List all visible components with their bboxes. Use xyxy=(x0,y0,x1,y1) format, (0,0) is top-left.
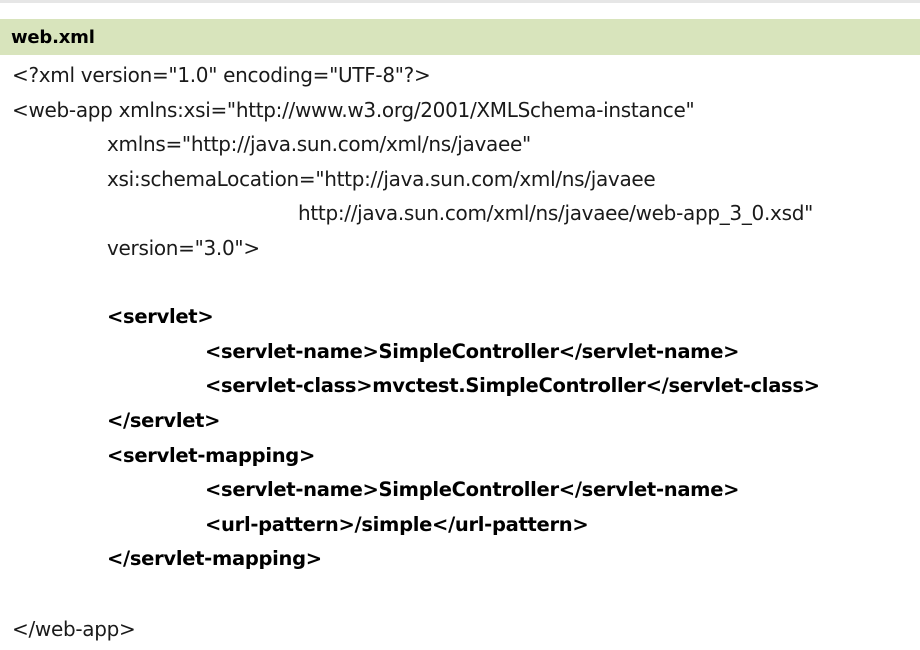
code-line-web-app-close: </web-app> xyxy=(12,616,136,641)
file-title: web.xml xyxy=(11,26,95,48)
code-line-schema-location-url: http://java.sun.com/xml/ns/javaee/web-ap… xyxy=(298,201,813,226)
code-line-servlet-mapping-close: </servlet-mapping> xyxy=(107,547,322,571)
code-line-version: version="3.0"> xyxy=(107,235,260,260)
code-line-schema-location: xsi:schemaLocation="http://java.sun.com/… xyxy=(107,166,656,191)
top-divider xyxy=(0,0,920,3)
code-block: <?xml version="1.0" encoding="UTF-8"?> <… xyxy=(0,58,920,646)
code-line-blank xyxy=(0,577,920,612)
code-line-blank xyxy=(0,266,920,301)
code-line-mapping-servlet-name: <servlet-name>SimpleController</servlet-… xyxy=(205,478,740,502)
code-line-web-app-open: <web-app xmlns:xsi="http://www.w3.org/20… xyxy=(12,97,695,122)
code-line-servlet-open: <servlet> xyxy=(107,305,214,329)
code-line-servlet-name: <servlet-name>SimpleController</servlet-… xyxy=(205,339,740,363)
code-line-servlet-class: <servlet-class>mvctest.SimpleController<… xyxy=(205,374,820,398)
file-title-bar: web.xml xyxy=(0,19,920,55)
code-line-xml-declaration: <?xml version="1.0" encoding="UTF-8"?> xyxy=(12,63,431,87)
code-line-url-pattern: <url-pattern>/simple</url-pattern> xyxy=(205,512,589,536)
code-line-servlet-close: </servlet> xyxy=(107,408,221,432)
code-line-xmlns: xmlns="http://java.sun.com/xml/ns/javaee… xyxy=(107,132,531,157)
code-line-servlet-mapping-open: <servlet-mapping> xyxy=(107,443,315,467)
